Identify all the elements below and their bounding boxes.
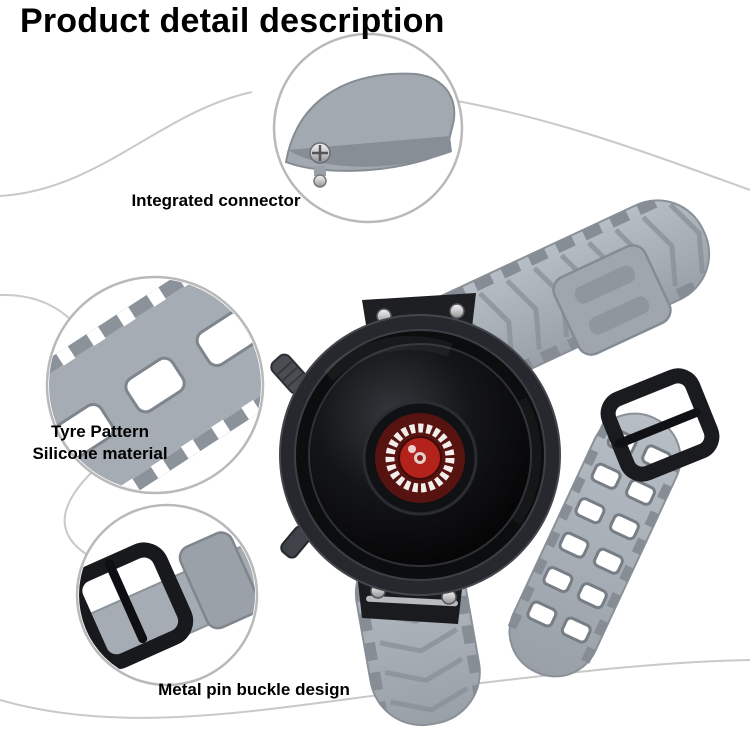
connector-pin: [313, 174, 327, 188]
pattern-slot: [124, 356, 186, 414]
page-title: Product detail description: [20, 2, 445, 40]
callout-label-buckle: Metal pin buckle design: [158, 680, 350, 699]
callout-pattern-circle: [45, 275, 265, 495]
buckle-pin: [104, 559, 148, 644]
curve-top-left: [0, 91, 253, 197]
callout-label-pattern: Tyre Pattern Silicone material: [15, 421, 185, 465]
callout-label-connector: Integrated connector: [131, 191, 301, 210]
camera-lens: [362, 400, 478, 516]
callout-label-pattern-line2: Silicone material: [32, 443, 168, 463]
pin-buckle: [600, 368, 720, 482]
lug-screw: [449, 303, 465, 319]
callout-buckle-circle: [75, 503, 259, 687]
curve-left-link: [63, 471, 97, 561]
callout-label-pattern-line1: Tyre Pattern: [51, 422, 149, 441]
curve-top-right: [451, 99, 750, 191]
buckle-keeper: [178, 531, 255, 630]
callout-connector-circle: [272, 32, 464, 224]
band-keeper: [552, 244, 672, 356]
